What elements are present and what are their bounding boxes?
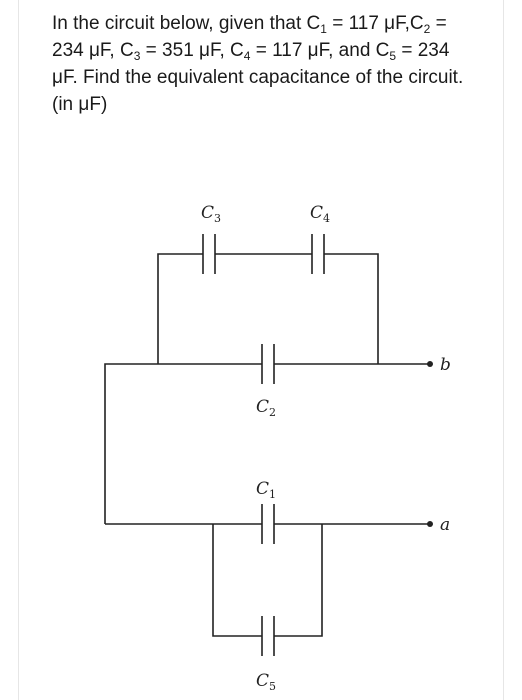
question-part-4: = 351 μF, C bbox=[140, 40, 244, 61]
question-sub-4: 4 bbox=[243, 49, 251, 63]
terminal-b-dot bbox=[427, 361, 433, 367]
question-sub-2: 2 bbox=[423, 22, 431, 36]
question-sub-3: 3 bbox=[133, 49, 141, 63]
question-sub-1: 1 bbox=[320, 22, 327, 36]
wire-c3-left bbox=[157, 253, 203, 364]
question-part-5: = 117 μF, and C bbox=[250, 40, 390, 61]
question-part-2: = 117 μF,C bbox=[326, 13, 424, 34]
label-c2: C2 bbox=[256, 397, 276, 419]
label-terminal-a: a bbox=[440, 515, 450, 535]
label-c3: C3 bbox=[201, 203, 221, 225]
wire-c5-left bbox=[212, 524, 262, 637]
question-part-1: In the circuit below, given that C bbox=[52, 13, 321, 34]
question-sub-5: 5 bbox=[389, 49, 397, 63]
wire-c5-right bbox=[274, 524, 323, 637]
label-c4: C4 bbox=[310, 203, 330, 225]
terminal-a-dot bbox=[427, 521, 433, 527]
wire-c4-right bbox=[324, 253, 379, 364]
label-c1: C1 bbox=[256, 479, 276, 501]
label-terminal-b: b bbox=[440, 355, 451, 375]
question-part-3: = 234 μF, C bbox=[52, 13, 447, 61]
question-part-6: = 234 μF. Find the equivalent capacitanc… bbox=[52, 40, 464, 115]
frame-left-border bbox=[18, 0, 19, 700]
question-text: In the circuit below, given that C1 = 11… bbox=[52, 10, 472, 118]
wire-left-vertical bbox=[104, 363, 262, 524]
frame-right-border bbox=[503, 0, 504, 700]
label-c5: C5 bbox=[256, 671, 276, 693]
